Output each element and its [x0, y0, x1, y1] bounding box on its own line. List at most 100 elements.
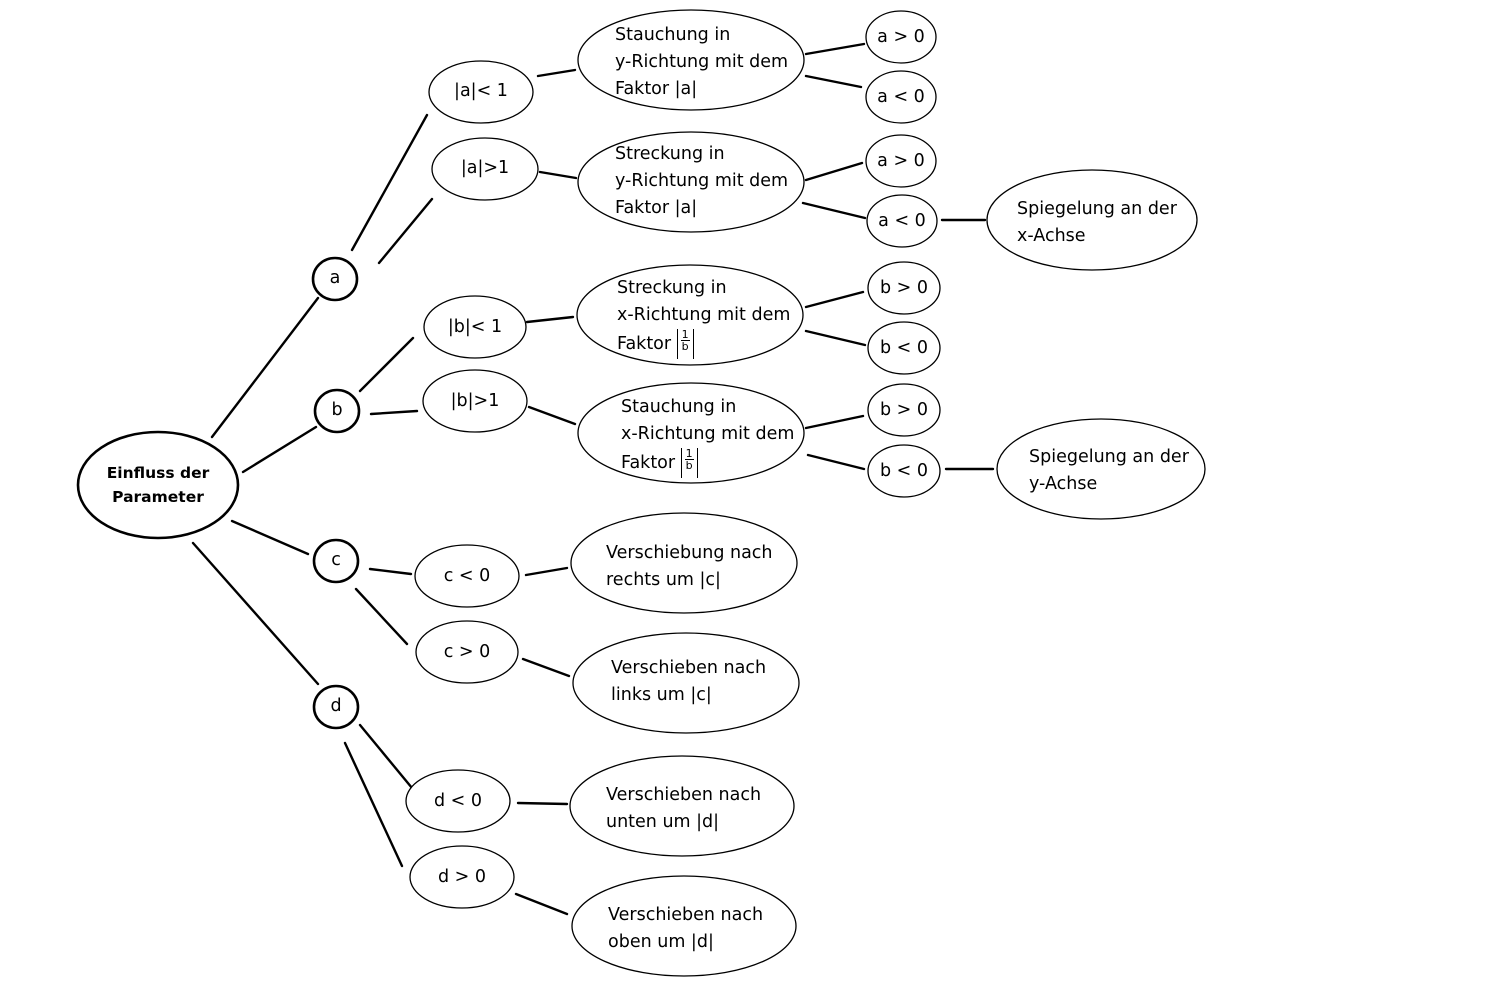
a-streckung-line-3: Faktor |a|	[615, 198, 698, 218]
c-cond-lt0-label: c < 0	[443, 566, 491, 586]
edge-dgt0-result	[514, 892, 569, 916]
edge-streckung-bpos	[804, 290, 865, 309]
param-a-label: a	[329, 268, 341, 288]
a-sign2-pos-label: a > 0	[877, 151, 925, 171]
c-lt0-result-label: Verschiebung nach rechts um |c|	[606, 540, 773, 594]
a-spiegelung-line-2: x-Achse	[1017, 226, 1086, 246]
d-lt0-result-label: Verschieben nach unten um |d|	[606, 782, 761, 836]
a-sign1-neg-label: a < 0	[877, 87, 925, 107]
node-c-gt0-result	[572, 632, 800, 734]
node-d	[312, 684, 360, 730]
node-a-sign1-neg	[865, 70, 937, 124]
a-sign2-neg-label: a < 0	[878, 211, 926, 231]
c-lt0-result-line-1: Verschiebung nach	[606, 543, 773, 563]
node-root	[76, 430, 240, 540]
b-streckung-line-1: Streckung in	[617, 278, 727, 298]
b-sign1-pos-label: b > 0	[879, 278, 929, 298]
b-streckung-faktor-text: Faktor	[617, 334, 672, 354]
node-a-sign1-pos	[865, 10, 937, 64]
edge-bgt1-stauchung	[527, 405, 577, 426]
node-a	[311, 256, 359, 302]
b-streckung-line-2: x-Richtung mit dem	[617, 305, 791, 325]
edge-alt1-stauchung	[536, 68, 577, 78]
c-gt0-result-line-1: Verschieben nach	[611, 658, 767, 678]
d-lt0-result-line-1: Verschieben nach	[606, 785, 762, 805]
edge-d-dgt0	[343, 741, 404, 868]
edge-streckung-aneg	[801, 201, 867, 220]
d-gt0-result-label: Verschieben nach oben um |d|	[608, 902, 763, 956]
a-spiegelung-label: Spiegelung an der x-Achse	[1017, 196, 1177, 250]
node-a-sign2-pos	[865, 134, 937, 188]
edge-root-b	[241, 425, 318, 474]
edge-b-bgt1	[369, 409, 419, 416]
nodes	[76, 9, 1206, 977]
a-streckung-line-1: Streckung in	[615, 144, 725, 164]
b-streckung-line-3: Faktor 1 b	[617, 329, 790, 359]
node-b-gt1	[422, 369, 528, 433]
c-cond-gt0-label: c > 0	[443, 642, 491, 662]
c-lt0-result-line-2: rechts um |c|	[606, 570, 721, 590]
node-b	[313, 388, 361, 434]
node-b-sign1-pos	[867, 261, 941, 315]
fraction-numerator: 1	[684, 447, 694, 460]
b-spiegelung-label: Spiegelung an der y-Achse	[1029, 444, 1189, 498]
root-label-line-1: Einfluss der	[106, 464, 210, 482]
node-a-gt1	[431, 137, 539, 201]
b-stauchung-fraction: 1 b	[684, 447, 694, 472]
node-b-spiegelung	[996, 418, 1206, 520]
node-b-stauchung	[577, 382, 805, 484]
node-b-streckung	[576, 264, 804, 366]
a-cond-gt1-label: |a|>1	[460, 158, 510, 178]
node-d-lt0-result	[569, 755, 795, 857]
a-streckung-label: Streckung in y-Richtung mit dem Faktor |…	[615, 141, 788, 222]
node-a-stauchung	[577, 9, 805, 111]
b-sign1-neg-label: b < 0	[879, 338, 929, 358]
param-d-label: d	[330, 696, 342, 716]
a-spiegelung-line-1: Spiegelung an der	[1017, 199, 1177, 219]
node-c-gt0	[415, 620, 519, 684]
connectors	[191, 42, 995, 916]
a-sign1-pos-label: a > 0	[877, 27, 925, 47]
root-label-line-2: Parameter	[112, 488, 204, 506]
a-cond-lt1-label: |a|< 1	[454, 81, 508, 101]
a-stauchung-line-2: y-Richtung mit dem	[615, 52, 789, 72]
edge-a-agt1	[377, 197, 434, 265]
edge-streckung-apos	[804, 161, 864, 182]
edge-clt0-result	[524, 566, 569, 577]
a-stauchung-line-3: Faktor |a|	[615, 79, 698, 99]
b-spiegelung-line-2: y-Achse	[1029, 474, 1098, 494]
d-gt0-result-line-2: oben um |d|	[608, 932, 714, 952]
edge-a-alt1	[350, 113, 429, 252]
fraction-denominator: b	[681, 340, 689, 353]
node-a-streckung	[577, 131, 805, 233]
node-b-sign2-neg	[867, 444, 941, 498]
fraction-denominator: b	[685, 459, 693, 472]
node-b-lt1	[423, 295, 527, 359]
edge-root-a	[210, 296, 320, 439]
param-b-label: b	[331, 400, 343, 420]
edge-cgt0-result	[521, 657, 571, 678]
edge-c-cgt0	[354, 587, 409, 646]
param-c-label: c	[331, 550, 341, 570]
edge-c-clt0	[368, 567, 413, 576]
node-d-gt0	[409, 845, 515, 909]
node-a-sign2-neg	[866, 194, 938, 248]
edge-d-dlt0	[358, 723, 414, 790]
b-streckung-label: Streckung in x-Richtung mit dem Faktor 1…	[617, 275, 790, 359]
node-b-sign1-neg	[867, 321, 941, 375]
a-stauchung-line-1: Stauchung in	[615, 25, 731, 45]
c-gt0-result-label: Verschieben nach links um |c|	[611, 655, 766, 709]
edge-agt1-streckung	[538, 170, 578, 180]
edge-stauchung-bneg	[806, 453, 866, 471]
d-gt0-result-line-1: Verschieben nach	[608, 905, 764, 925]
a-streckung-line-2: y-Richtung mit dem	[615, 171, 789, 191]
b-cond-lt1-label: |b|< 1	[447, 317, 503, 337]
edge-root-d	[191, 541, 320, 686]
edge-stauchung-apos	[804, 42, 866, 56]
node-a-lt1	[428, 60, 534, 124]
node-d-gt0-result	[571, 875, 797, 977]
c-gt0-result-line-2: links um |c|	[611, 685, 712, 705]
edge-dlt0-result	[516, 801, 569, 806]
b-cond-gt1-label: |b|>1	[450, 391, 500, 411]
